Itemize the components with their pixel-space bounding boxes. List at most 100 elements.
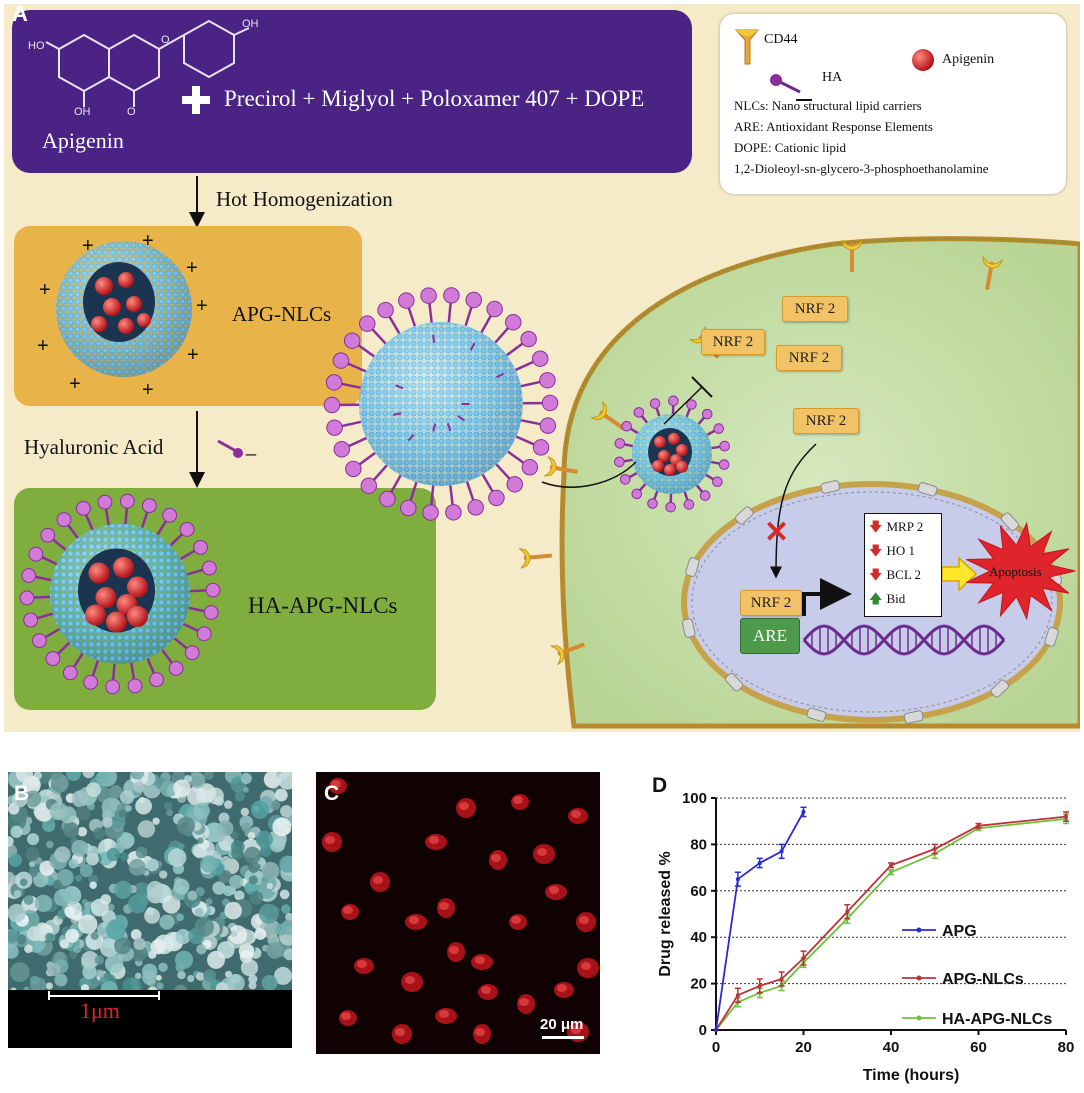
panel-b-sem-image: 1μm B: [8, 772, 292, 1048]
data-point: [889, 870, 893, 875]
x-tick-label: 60: [970, 1039, 987, 1056]
y-tick-label: 40: [690, 929, 707, 946]
data-point: [714, 1028, 718, 1032]
x-axis-label: Time (hours): [863, 1067, 960, 1084]
legend-ha: HA: [822, 70, 843, 85]
x-tick-label: 40: [883, 1039, 900, 1056]
legend-apigenin: Apigenin: [942, 52, 995, 67]
svg-text:+: +: [39, 279, 51, 301]
data-point: [779, 976, 784, 981]
carbonyl-o: O: [127, 106, 136, 118]
cd44-receptors: [518, 239, 1003, 666]
legend-marker: [916, 1015, 922, 1021]
legend-label: HA-APG-NLCs: [942, 1011, 1052, 1028]
nrf2-box-2: NRF 2: [782, 296, 848, 322]
apg-nlc-particle: [56, 241, 192, 377]
apoptosis-label: Apoptosis: [989, 564, 1042, 579]
are-box: ARE: [740, 618, 800, 654]
nrf2-box-nucleus: NRF 2: [740, 590, 802, 616]
svg-text:+: +: [69, 373, 81, 395]
data-point: [845, 909, 850, 914]
data-point: [1064, 814, 1068, 819]
nrf2-box-1: NRF 2: [701, 329, 765, 355]
panel-c-label: C: [324, 782, 340, 805]
data-point: [779, 849, 784, 854]
charge-signs: ++ ++ ++ ++ +: [37, 230, 208, 401]
apoptosis-star: [966, 521, 1076, 621]
apigenin-legend-icon: [912, 49, 934, 71]
internalized-particle: [614, 395, 730, 513]
target-gene-box: 🡇 MRP 2🡇 HO 1🡇 BCL 2🡅 Bid: [864, 513, 942, 617]
legend-label: APG: [942, 923, 977, 940]
legend-line-4: 1,2-Dioleoyl-sn-glycero-3-phosphoethanol…: [734, 161, 989, 176]
target-gene-2: 🡇 BCL 2: [869, 566, 921, 588]
target-gene-0: 🡇 MRP 2: [869, 518, 923, 540]
scale-label-c: 20 μm: [540, 1016, 584, 1033]
hyaluronic-acid-label: Hyaluronic Acid: [24, 435, 164, 459]
nrf2-box-4: NRF 2: [793, 408, 859, 434]
panel-a: ++ ++ ++ ++ + ✕: [4, 1, 1080, 732]
oh-bottom: OH: [74, 106, 91, 118]
ha-icon: [233, 448, 243, 458]
legend-line-1: NLCs: Nano structural lipid carriers: [734, 98, 922, 113]
endocytosis-line: [541, 461, 637, 488]
x-tick-label: 80: [1058, 1039, 1075, 1056]
down-arrow-icon: 🡇: [869, 520, 887, 535]
target-gene-label: HO 1: [886, 543, 916, 558]
legend-marker: [916, 975, 922, 981]
target-gene-label: MRP 2: [886, 519, 924, 534]
y-tick-label: 0: [699, 1022, 707, 1039]
hot-homogenization-label: Hot Homogenization: [216, 187, 393, 211]
series-line-APG-NLCs: [715, 815, 1067, 1031]
recipe-text: Precirol + Miglyol + Poloxamer 407 + DOP…: [224, 86, 645, 111]
scale-bar-b: [48, 995, 160, 997]
legend-label: APG-NLCs: [942, 971, 1024, 988]
svg-text:+: +: [187, 344, 199, 366]
ring-o: O: [161, 34, 170, 46]
oh-top: OH: [242, 18, 259, 30]
data-point: [976, 823, 981, 828]
down-arrow-icon: 🡇: [869, 568, 887, 583]
data-point: [801, 809, 806, 814]
legend-box: CD44 HA Apigenin NLCs: Nano structural l…: [720, 14, 1066, 194]
data-point: [801, 956, 806, 961]
legend-marker: [916, 927, 922, 933]
target-gene-label: Bid: [886, 591, 906, 606]
panel-d-label: D: [652, 774, 668, 797]
transcription-arrow: [802, 578, 852, 616]
panel-a-label: A: [12, 1, 28, 26]
apg-nlcs-label: APG-NLCs: [232, 302, 332, 326]
data-point: [757, 860, 762, 865]
ha-legend-icon: [770, 74, 782, 86]
scale-bar-c: [542, 1036, 584, 1039]
data-point: [889, 863, 893, 868]
svg-text:+: +: [196, 295, 208, 317]
series-line-HA-APG-NLCs: [715, 818, 1067, 1031]
y-tick-label: 20: [690, 976, 707, 993]
y-tick-label: 100: [682, 790, 707, 807]
svg-text:+: +: [142, 230, 154, 252]
ha-apg-nlc-particle: [19, 493, 221, 695]
up-arrow-icon: 🡅: [869, 592, 887, 607]
scale-label-b: 1μm: [80, 998, 120, 1023]
ha-apg-nlcs-label: HA-APG-NLCs: [248, 593, 398, 618]
apigenin-structure: [45, 19, 250, 107]
dna-helix: [802, 624, 1006, 656]
panel-c-fluorescence-image: 20 μm C: [316, 772, 600, 1054]
target-gene-1: 🡇 HO 1: [869, 542, 915, 564]
svg-text:+: +: [82, 235, 94, 257]
svg-text:+: +: [37, 335, 49, 357]
data-point: [932, 847, 937, 852]
target-gene-3: 🡅 Bid: [869, 590, 905, 612]
legend-line-3: DOPE: Cationic lipid: [734, 140, 846, 155]
svg-text:+: +: [186, 257, 198, 279]
down-arrow-icon: 🡇: [869, 544, 887, 559]
data-point: [757, 983, 762, 988]
y-tick-label: 80: [690, 836, 707, 853]
y-axis-label: Drug released %: [657, 851, 674, 976]
y-tick-label: 60: [690, 883, 707, 900]
data-point: [735, 877, 740, 882]
block-x-icon: ✕: [764, 516, 789, 549]
x-tick-label: 0: [712, 1039, 720, 1056]
